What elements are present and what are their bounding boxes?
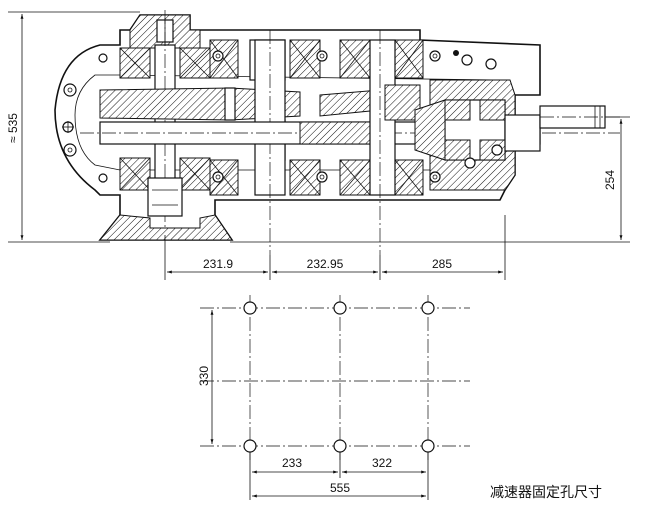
- bolt-hole: [485, 58, 497, 70]
- bolt-hole: [316, 171, 328, 183]
- span-2-label: 232.95: [307, 257, 344, 271]
- mounting-hole: [333, 439, 347, 453]
- mounting-hole: [243, 439, 257, 453]
- mounting-hole: [421, 439, 435, 453]
- hole-spacing-total-label: 555: [330, 481, 350, 495]
- mounting-hole: [421, 301, 435, 315]
- overall-height-label: ≈ 535: [6, 113, 20, 143]
- mounting-hole-pattern: 330 233 322 555: [197, 295, 470, 500]
- bolt-hole: [212, 50, 224, 62]
- bolt-hole: [461, 54, 473, 66]
- gearbox-section-view: [54, 10, 620, 255]
- shaft-height-label: 254: [603, 170, 617, 190]
- bolt-hole: [212, 171, 224, 183]
- hole-spacing-vertical-label: 330: [197, 366, 211, 386]
- figure-caption: 减速器固定孔尺寸: [490, 485, 602, 501]
- dimension-lines: ≈ 535 254 231.9 232.95 285: [6, 11, 630, 280]
- bolt-hole: [316, 50, 328, 62]
- mounting-hole: [243, 301, 257, 315]
- mounting-hole: [333, 301, 347, 315]
- bolt-hole: [491, 144, 503, 156]
- span-3-label: 285: [432, 257, 452, 271]
- hole-spacing-1-label: 233: [282, 456, 302, 470]
- span-1-label: 231.9: [203, 257, 233, 271]
- bolt-hole: [429, 50, 441, 62]
- housing-bolt-hole: [63, 143, 77, 157]
- bolt-hole: [429, 171, 441, 183]
- housing-bolt-hole: [63, 83, 77, 97]
- bolt-hole: [464, 157, 476, 169]
- hole-spacing-2-label: 322: [372, 456, 392, 470]
